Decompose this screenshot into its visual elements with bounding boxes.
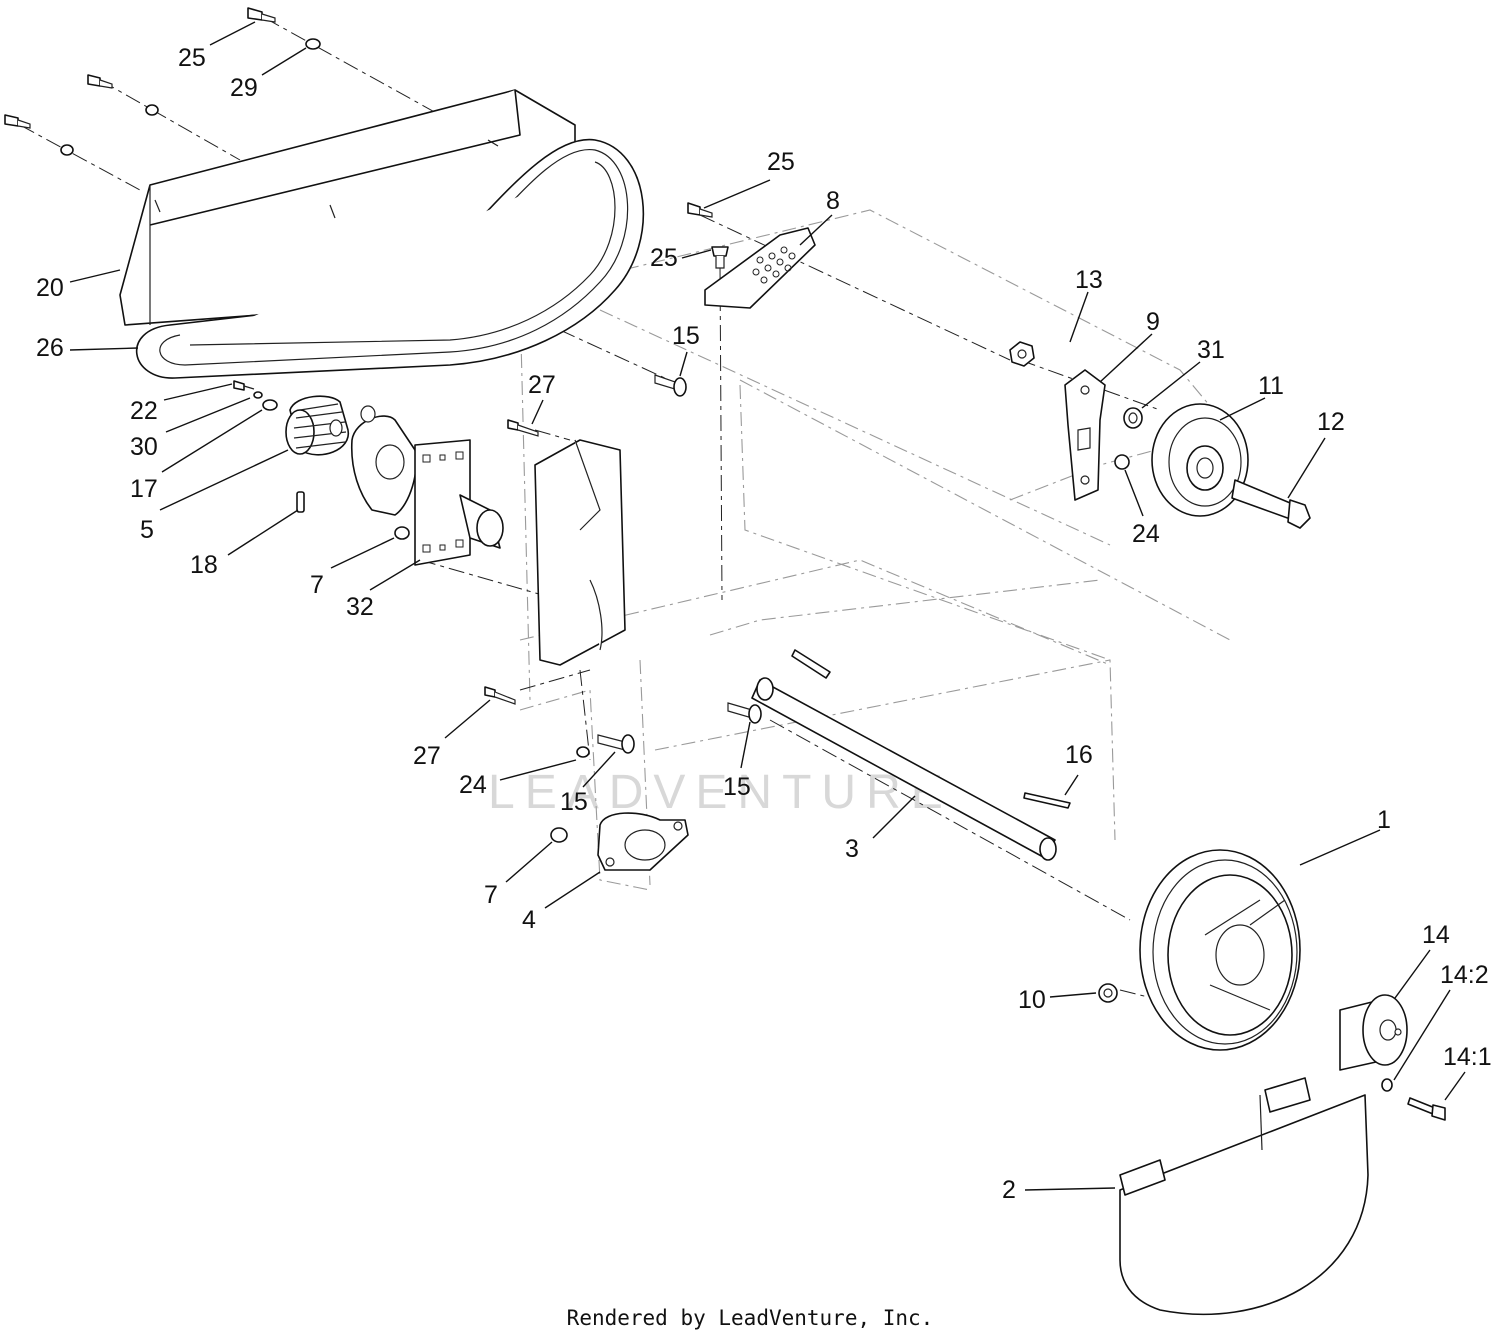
- callout-label: 25: [650, 244, 678, 272]
- callout-label: 27: [413, 742, 441, 770]
- key-16-upper: [791, 649, 831, 679]
- callout-label: 15: [672, 322, 700, 350]
- callout-labels: 25 29 25 8 25 20 13 9 15 26 31 11 27 22 …: [36, 44, 1492, 1204]
- bearing-plate: [414, 439, 504, 566]
- callout-label: 14:1: [1443, 1043, 1492, 1071]
- bearing-flange-upper: [350, 405, 418, 516]
- nut-24-idler: [1114, 454, 1130, 470]
- callout-label: 7: [484, 881, 498, 909]
- drive-belt: [135, 138, 645, 379]
- washer-upper-left-3: [60, 144, 74, 156]
- washer-32: [1123, 407, 1143, 429]
- callout-leaders: [69, 21, 1466, 1191]
- pin-15-lower-middle: [727, 702, 762, 724]
- driven-pulley-1: [1139, 849, 1301, 1051]
- pin-15-lower-left: [597, 734, 635, 754]
- bracket-plate: [704, 227, 816, 309]
- key-18: [296, 491, 305, 513]
- nut-13: [1009, 341, 1035, 367]
- callout-label: 5: [140, 516, 154, 544]
- callout-label: 31: [1197, 336, 1225, 364]
- callout-label: 25: [767, 148, 795, 176]
- callout-label: 27: [528, 371, 556, 399]
- callout-label: 1: [1377, 806, 1391, 834]
- shaft-3: [751, 677, 1057, 861]
- bolt-22: [233, 380, 255, 391]
- callout-label: 12: [1317, 408, 1345, 436]
- callout-label: 20: [36, 274, 64, 302]
- bolt-27-upper: [507, 419, 539, 437]
- callout-label: 3: [845, 835, 859, 863]
- callout-label: 13: [1075, 266, 1103, 294]
- callout-label: 15: [560, 788, 588, 816]
- bolt-25-middle: [687, 202, 713, 218]
- washer-17: [262, 399, 278, 411]
- callout-label: 11: [1258, 372, 1284, 400]
- callout-label: 29: [230, 74, 258, 102]
- callout-label: 14: [1422, 921, 1450, 949]
- hub-14: [1339, 994, 1408, 1071]
- washer-10: [1098, 983, 1118, 1003]
- bolt-25-vertical: [711, 246, 729, 269]
- washer-30: [253, 391, 263, 399]
- bolt-14-1: [1407, 1097, 1446, 1121]
- bolt-upper-left-3: [4, 114, 31, 129]
- idler-arm-9: [1064, 369, 1106, 501]
- nut-7-lower: [550, 827, 568, 843]
- nut-7-upper: [394, 526, 410, 540]
- callout-label: 17: [130, 475, 158, 503]
- watermark-text: LEADVENTURE: [488, 766, 953, 819]
- bolt-25-top: [247, 7, 276, 23]
- callout-label: 16: [1065, 741, 1093, 769]
- washer-14-2: [1381, 1078, 1393, 1092]
- bolt-12: [1231, 479, 1311, 529]
- bolt-upper-left-2: [87, 74, 113, 89]
- callout-label: 24: [1132, 520, 1160, 548]
- mower-frame-outline: [519, 209, 1231, 891]
- callout-label: 18: [190, 551, 218, 579]
- callout-label: 2: [1002, 1176, 1016, 1204]
- callout-label: 9: [1146, 308, 1160, 336]
- callout-label: 8: [826, 187, 840, 215]
- washer-29: [305, 38, 321, 50]
- pin-15-upper: [654, 374, 687, 397]
- frame-side-plate: [534, 439, 626, 666]
- render-credit: Rendered by LeadVenture, Inc.: [566, 1306, 934, 1330]
- callout-label: 15: [723, 773, 751, 801]
- callout-label: 14:2: [1440, 961, 1489, 989]
- callout-label: 22: [130, 397, 158, 425]
- washer-upper-left-2: [145, 104, 159, 116]
- callout-label: 25: [178, 44, 206, 72]
- pulley-guard-2: [1119, 1077, 1369, 1316]
- callout-label: 32: [346, 593, 374, 621]
- callout-label: 10: [1018, 986, 1046, 1014]
- callout-label: 7: [310, 571, 324, 599]
- callout-label: 24: [459, 771, 487, 799]
- bearing-flange-lower: [597, 812, 689, 871]
- key-16: [1023, 792, 1071, 809]
- nut-24-lower: [576, 746, 590, 758]
- drive-pulley: [285, 395, 349, 456]
- callout-label: 30: [130, 433, 158, 461]
- bolt-27-lower: [484, 686, 516, 705]
- callout-label: 4: [522, 906, 536, 934]
- idler-pulley-11: [1151, 403, 1249, 517]
- callout-label: 26: [36, 334, 64, 362]
